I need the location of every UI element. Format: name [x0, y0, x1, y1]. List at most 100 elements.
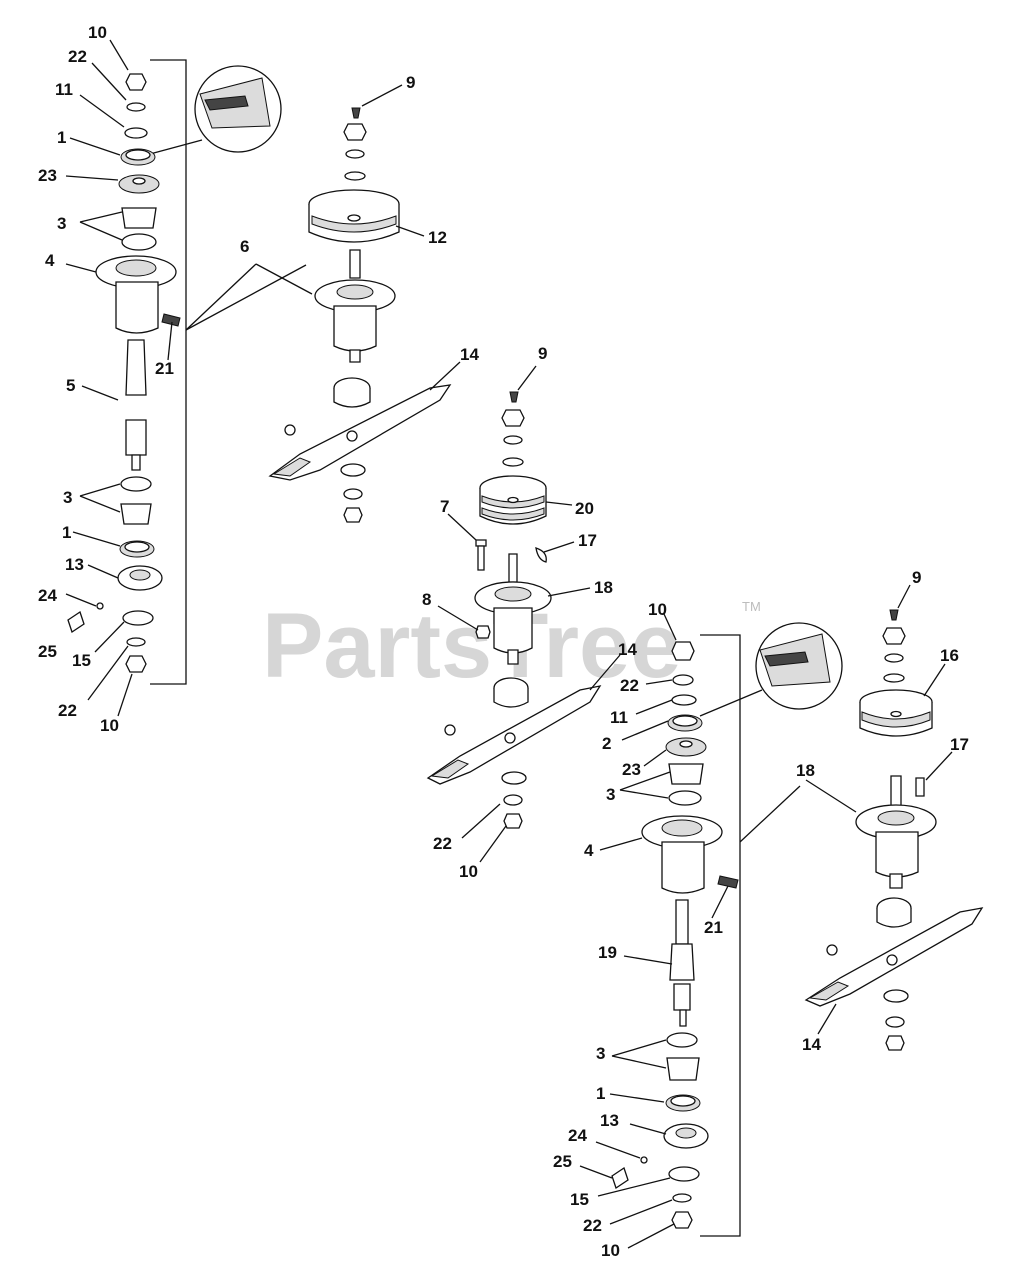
callout-a-22-bottom: 22 — [58, 701, 77, 720]
part-washer-11 — [124, 127, 148, 139]
callout-d-25: 25 — [553, 1152, 572, 1171]
watermark-trademark: TM — [742, 599, 761, 614]
callout-b-12: 12 — [428, 228, 447, 247]
part-washer-15 — [122, 610, 154, 626]
part-nut-10-top-d — [671, 641, 695, 661]
callout-e-14: 14 — [802, 1035, 821, 1054]
leader-e-16 — [923, 663, 946, 697]
part-seal-2-d — [667, 714, 703, 732]
part-seal-1-d — [665, 1094, 701, 1112]
leader-e-14 — [817, 1003, 837, 1035]
callout-a-10-bottom: 10 — [100, 716, 119, 735]
assembly-bracket-d — [700, 634, 741, 1237]
callout-b-14: 14 — [460, 345, 479, 364]
callout-b-9: 9 — [406, 73, 415, 92]
leader-e-18 — [805, 779, 857, 813]
part-blade-14-e — [804, 907, 984, 1007]
callout-d-24: 24 — [568, 1126, 587, 1145]
part-washer-11-d — [671, 694, 697, 706]
callout-c-14: 14 — [618, 640, 637, 659]
part-pulley-12 — [308, 189, 400, 243]
part-nut-10-bottom — [125, 655, 147, 673]
part-washer-22-top — [126, 102, 146, 112]
callout-c-7: 7 — [440, 497, 449, 516]
leader-c-17 — [543, 541, 575, 553]
part-fitting-24-25 — [67, 602, 104, 634]
callout-a-11: 11 — [55, 80, 73, 99]
spindle-assembly-center: 10 22 11 2 23 3 4 21 19 3 1 13 24 25 15 … — [553, 600, 843, 1260]
part-spacer-23-d — [665, 737, 707, 757]
callout-d-13: 13 — [600, 1111, 619, 1130]
callout-a-13: 13 — [65, 555, 84, 574]
leader-c-9 — [517, 365, 537, 391]
part-nut-10-bottom-d — [671, 1211, 693, 1229]
callout-a-4: 4 — [45, 251, 55, 270]
part-fitting-9 — [351, 107, 361, 119]
leader-b-6a — [185, 263, 257, 331]
callout-d-1: 1 — [596, 1084, 605, 1103]
callout-e-9: 9 — [912, 568, 921, 587]
part-housing-18-e — [855, 775, 937, 889]
callout-a-22-top: 22 — [68, 47, 87, 66]
callout-a-1-top: 1 — [57, 128, 66, 147]
watermark: PartsTree TM — [262, 595, 761, 697]
part-adapter-e — [876, 897, 912, 928]
callout-d-23: 23 — [622, 760, 641, 779]
callout-a-25: 25 — [38, 642, 57, 661]
callout-c-8: 8 — [422, 590, 431, 609]
callout-d-22-bottom: 22 — [583, 1216, 602, 1235]
callout-a-24: 24 — [38, 586, 57, 605]
callout-c-17: 17 — [578, 531, 597, 550]
assembly-bracket — [150, 59, 187, 685]
callout-e-16: 16 — [940, 646, 959, 665]
part-bearing-3-bottom-d — [666, 1032, 700, 1081]
leader-b-6b — [255, 263, 313, 295]
seal-detail-bubble-d — [699, 622, 843, 717]
leader-6 — [185, 264, 307, 331]
leader-b-12 — [395, 225, 425, 237]
callout-c-18: 18 — [594, 578, 613, 597]
callout-d-22-top: 22 — [620, 676, 639, 695]
part-cap-13-d — [663, 1123, 709, 1149]
callout-d-4: 4 — [584, 841, 594, 860]
part-pulley-16 — [859, 689, 933, 737]
callout-d-3-top: 3 — [606, 785, 615, 804]
part-spacer-23 — [118, 174, 160, 194]
leader-c-8 — [437, 605, 479, 631]
leader-c-22 — [461, 803, 501, 839]
part-cap-13 — [117, 565, 163, 591]
callout-d-21: 21 — [704, 918, 723, 937]
part-seal-1-top — [120, 148, 156, 166]
callout-a-5: 5 — [66, 376, 75, 395]
callout-d-15: 15 — [570, 1190, 589, 1209]
part-washer-22-bottom-d — [672, 1193, 692, 1203]
leader-c-10 — [479, 825, 507, 863]
part-housing-4 — [95, 255, 181, 334]
part-housing-6 — [314, 249, 396, 363]
leader-c-18 — [547, 587, 591, 597]
part-shaft-5 — [125, 339, 147, 471]
watermark-text: PartsTree — [262, 595, 681, 697]
callout-d-19: 19 — [598, 943, 617, 962]
leader-b-9 — [361, 84, 403, 107]
spindle-assembly-pulley-20: 9 20 7 17 18 8 14 22 10 — [422, 344, 637, 881]
part-nut-8 — [475, 625, 491, 639]
part-blade-14-c — [426, 685, 602, 785]
seal-detail-bubble — [149, 65, 282, 155]
callout-b-6: 6 — [240, 237, 249, 256]
callout-d-3-bottom: 3 — [596, 1044, 605, 1063]
leader-e-9 — [897, 584, 911, 609]
part-washer-22-bottom — [126, 637, 146, 647]
leader-c-14 — [589, 654, 621, 691]
leaders-center — [579, 613, 729, 1249]
part-nut-top-b — [343, 123, 367, 141]
part-fitting-24-25-d — [611, 1156, 648, 1190]
part-key-17-c — [535, 547, 547, 563]
callout-a-15: 15 — [72, 651, 91, 670]
part-bolt-7 — [475, 539, 487, 571]
part-key-17-e — [915, 777, 925, 797]
part-bearing-3-bottom — [120, 476, 152, 525]
spindle-assembly-left: 10 22 11 1 23 3 4 21 5 3 1 13 24 25 15 2… — [38, 23, 307, 735]
part-blade-14-b — [268, 384, 452, 481]
